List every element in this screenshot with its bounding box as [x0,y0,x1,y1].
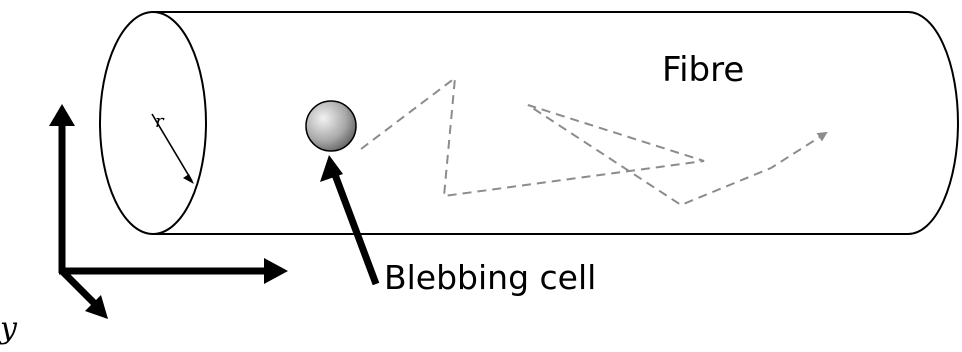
vertical-axis-arrow [49,104,75,273]
blebbing-cell [305,100,357,152]
fibre-label: Fibre [662,50,744,90]
depth-axis-arrow [59,268,108,319]
cylinder-body-outline [153,11,959,235]
axis-y-label: y [0,311,18,346]
coordinate-axes [49,104,288,319]
cell-pointer-arrow [320,155,380,286]
cell-trajectory-path [360,75,828,207]
radius-label: r [155,111,165,132]
fibre-cylinder [99,11,959,235]
horizontal-axis-arrow [59,258,288,284]
cylinder-end-ellipse [99,11,207,235]
radius-arrow [151,113,194,184]
blebbing-cell-label: Blebbing cell [384,258,596,297]
